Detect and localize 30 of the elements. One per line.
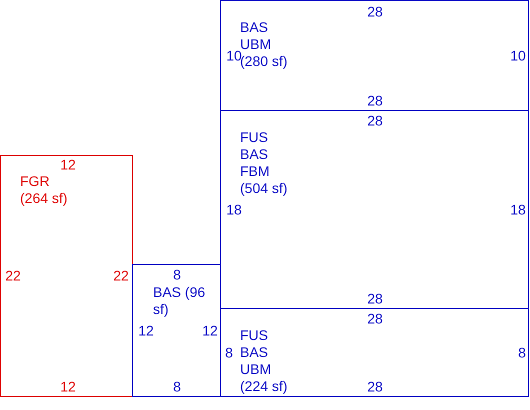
dimension-label: 22 <box>5 268 21 284</box>
dimension-label: 12 <box>60 158 76 172</box>
dimension-label: 22 <box>113 268 129 284</box>
room-outline <box>220 0 529 111</box>
dimension-label: 8 <box>518 346 526 360</box>
room-label: FUS BAS FBM (504 sf) <box>240 129 288 197</box>
dimension-label: 12 <box>60 380 76 394</box>
dimension-label: 28 <box>367 94 383 108</box>
room-outline <box>132 264 221 397</box>
dimension-label: 8 <box>173 268 181 282</box>
dimension-label: 28 <box>367 312 383 326</box>
dimension-label: 10 <box>226 48 242 64</box>
room-label: FGR (264 sf) <box>20 173 68 207</box>
room-label: BAS (96 sf) <box>153 284 206 318</box>
dimension-label: 12 <box>138 324 154 338</box>
dimension-label: 18 <box>510 202 526 218</box>
dimension-label: 12 <box>202 324 218 338</box>
room-label: BAS UBM (280 sf) <box>240 19 288 70</box>
room-label: FUS BAS UBM (224 sf) <box>240 327 288 395</box>
dimension-label: 18 <box>226 202 242 218</box>
dimension-label: 28 <box>367 292 383 306</box>
room-outline <box>220 110 529 309</box>
dimension-label: 28 <box>367 114 383 128</box>
dimension-label: 8 <box>173 380 181 394</box>
dimension-label: 10 <box>510 48 526 64</box>
room-outline <box>220 308 529 397</box>
dimension-label: 28 <box>367 4 383 20</box>
dimension-label: 8 <box>225 346 233 360</box>
room-outline <box>0 155 133 397</box>
dimension-label: 28 <box>367 380 383 394</box>
